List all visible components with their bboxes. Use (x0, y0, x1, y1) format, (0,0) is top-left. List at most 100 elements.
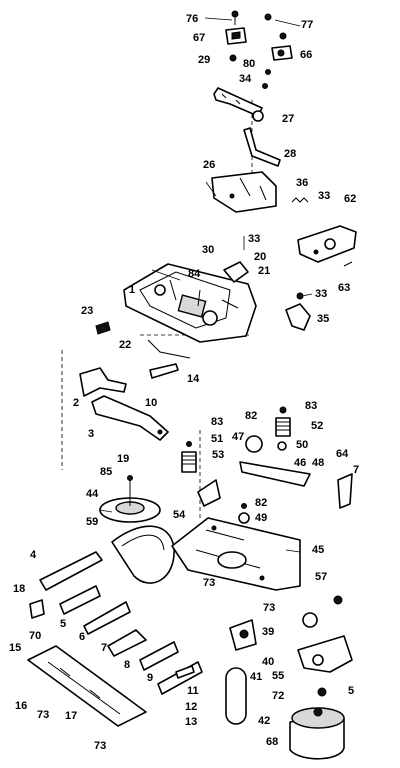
callout-55: 55 (272, 670, 285, 682)
callout-72: 72 (272, 690, 285, 702)
callout-73-d: 73 (94, 740, 107, 752)
part-26-plate (211, 171, 277, 213)
link-46 (239, 461, 311, 487)
callout-20: 20 (254, 251, 267, 263)
callout-80: 80 (243, 58, 256, 70)
part-11 (175, 665, 195, 679)
callout-57: 57 (315, 571, 328, 583)
callout-51: 51 (211, 433, 224, 445)
washer-80 (265, 69, 271, 75)
main-plate-45 (171, 517, 301, 591)
callout-27: 27 (282, 113, 295, 125)
callout-82-b: 82 (255, 497, 268, 509)
callout-17: 17 (65, 710, 78, 722)
callout-28: 28 (284, 148, 297, 160)
pulley-44 (99, 475, 161, 523)
washer-5b (317, 687, 327, 697)
slider-6 (83, 601, 131, 635)
callout-12: 12 (185, 701, 198, 713)
part-67-bracket (225, 27, 247, 45)
callout-30: 30 (202, 244, 215, 256)
belt-59 (111, 525, 175, 584)
callout-59: 59 (86, 516, 99, 528)
callout-34: 34 (239, 73, 252, 85)
callout-35: 35 (317, 313, 330, 325)
callout-18: 18 (13, 583, 26, 595)
washer-29 (229, 54, 237, 62)
callout-5-a: 5 (60, 618, 67, 630)
part-27-bar (213, 87, 264, 122)
callout-45: 45 (312, 544, 325, 556)
belt-41 (225, 667, 247, 725)
callout-33-c: 33 (315, 288, 328, 300)
callout-77: 77 (301, 19, 314, 31)
slider-8 (139, 641, 179, 671)
callout-50: 50 (296, 439, 309, 451)
callout-2: 2 (73, 397, 80, 409)
wire-22 (147, 339, 191, 359)
screw-77 (264, 13, 301, 40)
callout-82-a: 82 (245, 410, 258, 422)
callout-23: 23 (81, 305, 94, 317)
main-chassis-1 (123, 263, 257, 343)
callout-3: 3 (88, 428, 95, 440)
callout-39: 39 (262, 626, 275, 638)
part-3-lever (91, 395, 169, 441)
callout-10: 10 (145, 397, 158, 409)
screw-82 (241, 503, 247, 509)
callout-8: 8 (124, 659, 131, 671)
callout-44: 44 (86, 488, 99, 500)
callout-48: 48 (312, 457, 325, 469)
callout-19: 19 (117, 453, 130, 465)
callout-47: 47 (232, 431, 245, 443)
part-18 (29, 599, 45, 619)
callout-83-b: 83 (305, 400, 318, 412)
washer-50 (277, 441, 287, 451)
callout-64: 64 (336, 448, 349, 460)
callout-6: 6 (79, 631, 86, 643)
slider-7 (107, 629, 147, 657)
spring-36 (291, 197, 309, 203)
callout-70: 70 (29, 630, 42, 642)
callout-13: 13 (185, 716, 198, 728)
callout-40: 40 (262, 656, 275, 668)
callout-21: 21 (258, 265, 271, 277)
callout-26: 26 (203, 159, 216, 171)
washer-34 (262, 83, 268, 89)
part-23 (95, 321, 111, 335)
callout-62: 62 (344, 193, 357, 205)
callout-49: 49 (255, 512, 268, 524)
callout-85: 85 (100, 466, 113, 478)
part-2-arm (79, 367, 127, 397)
clip-64 (337, 473, 353, 509)
callout-1: 1 (129, 284, 136, 296)
motor-68 (289, 707, 345, 760)
callout-83-a: 83 (211, 416, 224, 428)
callout-68: 68 (266, 736, 279, 748)
callout-33-a: 33 (318, 190, 331, 202)
callout-4: 4 (30, 549, 37, 561)
callout-15: 15 (9, 642, 22, 654)
washer-47 (245, 435, 263, 453)
screw-76 (204, 10, 239, 25)
part-35-bracket (285, 292, 311, 331)
gear-53 (181, 441, 197, 473)
slider-5 (59, 585, 101, 615)
pin-63 (343, 261, 353, 267)
callout-54: 54 (173, 509, 186, 521)
part-20-clip (223, 261, 249, 283)
callout-14: 14 (187, 373, 200, 385)
callout-73-a: 73 (203, 577, 216, 589)
part-57 (302, 612, 318, 628)
callout-73-b: 73 (263, 602, 276, 614)
washer-49 (238, 512, 250, 524)
part-62-bracket (297, 225, 357, 263)
bottom-plate-15 (27, 645, 147, 727)
slider-4 (39, 551, 103, 591)
callout-46: 46 (294, 457, 307, 469)
part-14 (149, 363, 179, 379)
callout-67: 67 (193, 32, 206, 44)
callout-7-b: 7 (101, 642, 108, 654)
